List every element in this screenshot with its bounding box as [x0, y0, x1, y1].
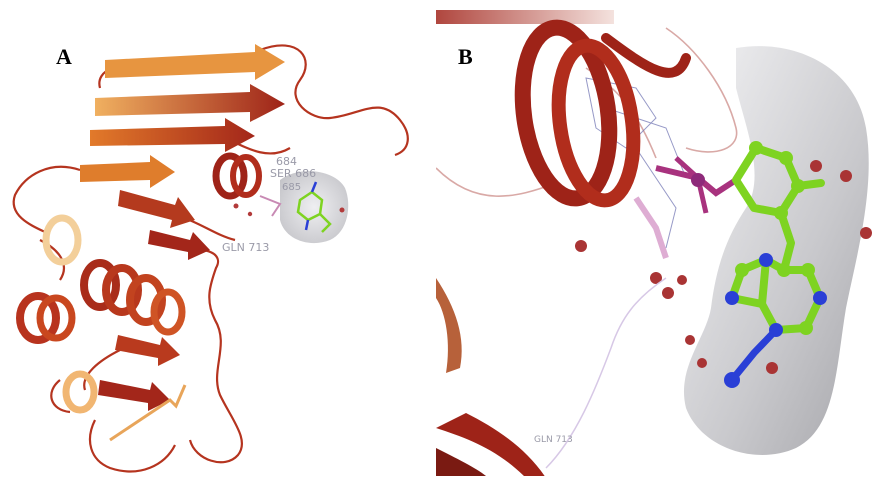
panel-label-a: A	[56, 44, 72, 70]
protein-ribbon-a: 684 SER 686 685 GLN 713	[0, 0, 432, 487]
ribbon-segment-top	[436, 10, 614, 24]
binding-pocket-closeup: GLN 713	[436, 8, 882, 476]
panel-a-protein-overview: 684 SER 686 685 GLN 713	[0, 0, 432, 487]
residue-label-ser686: SER 686	[270, 167, 316, 180]
residue-label-685: 685	[282, 182, 301, 193]
residue-label-gln713-a: GLN 713	[222, 241, 269, 254]
beta-strands-lower	[98, 335, 185, 440]
panel-b-binding-pocket: GLN 713	[436, 8, 882, 476]
ribbon-lower-left	[436, 278, 546, 476]
phosphate-group	[636, 158, 736, 258]
beta-sheet-top	[90, 44, 285, 152]
pocket-surface	[684, 46, 869, 455]
alpha-helices-a	[20, 156, 259, 410]
panel-label-b: B	[458, 44, 473, 70]
residue-label-gln713-b: GLN 713	[534, 435, 573, 445]
beta-strands-middle	[80, 155, 210, 260]
helix-b	[512, 22, 686, 205]
